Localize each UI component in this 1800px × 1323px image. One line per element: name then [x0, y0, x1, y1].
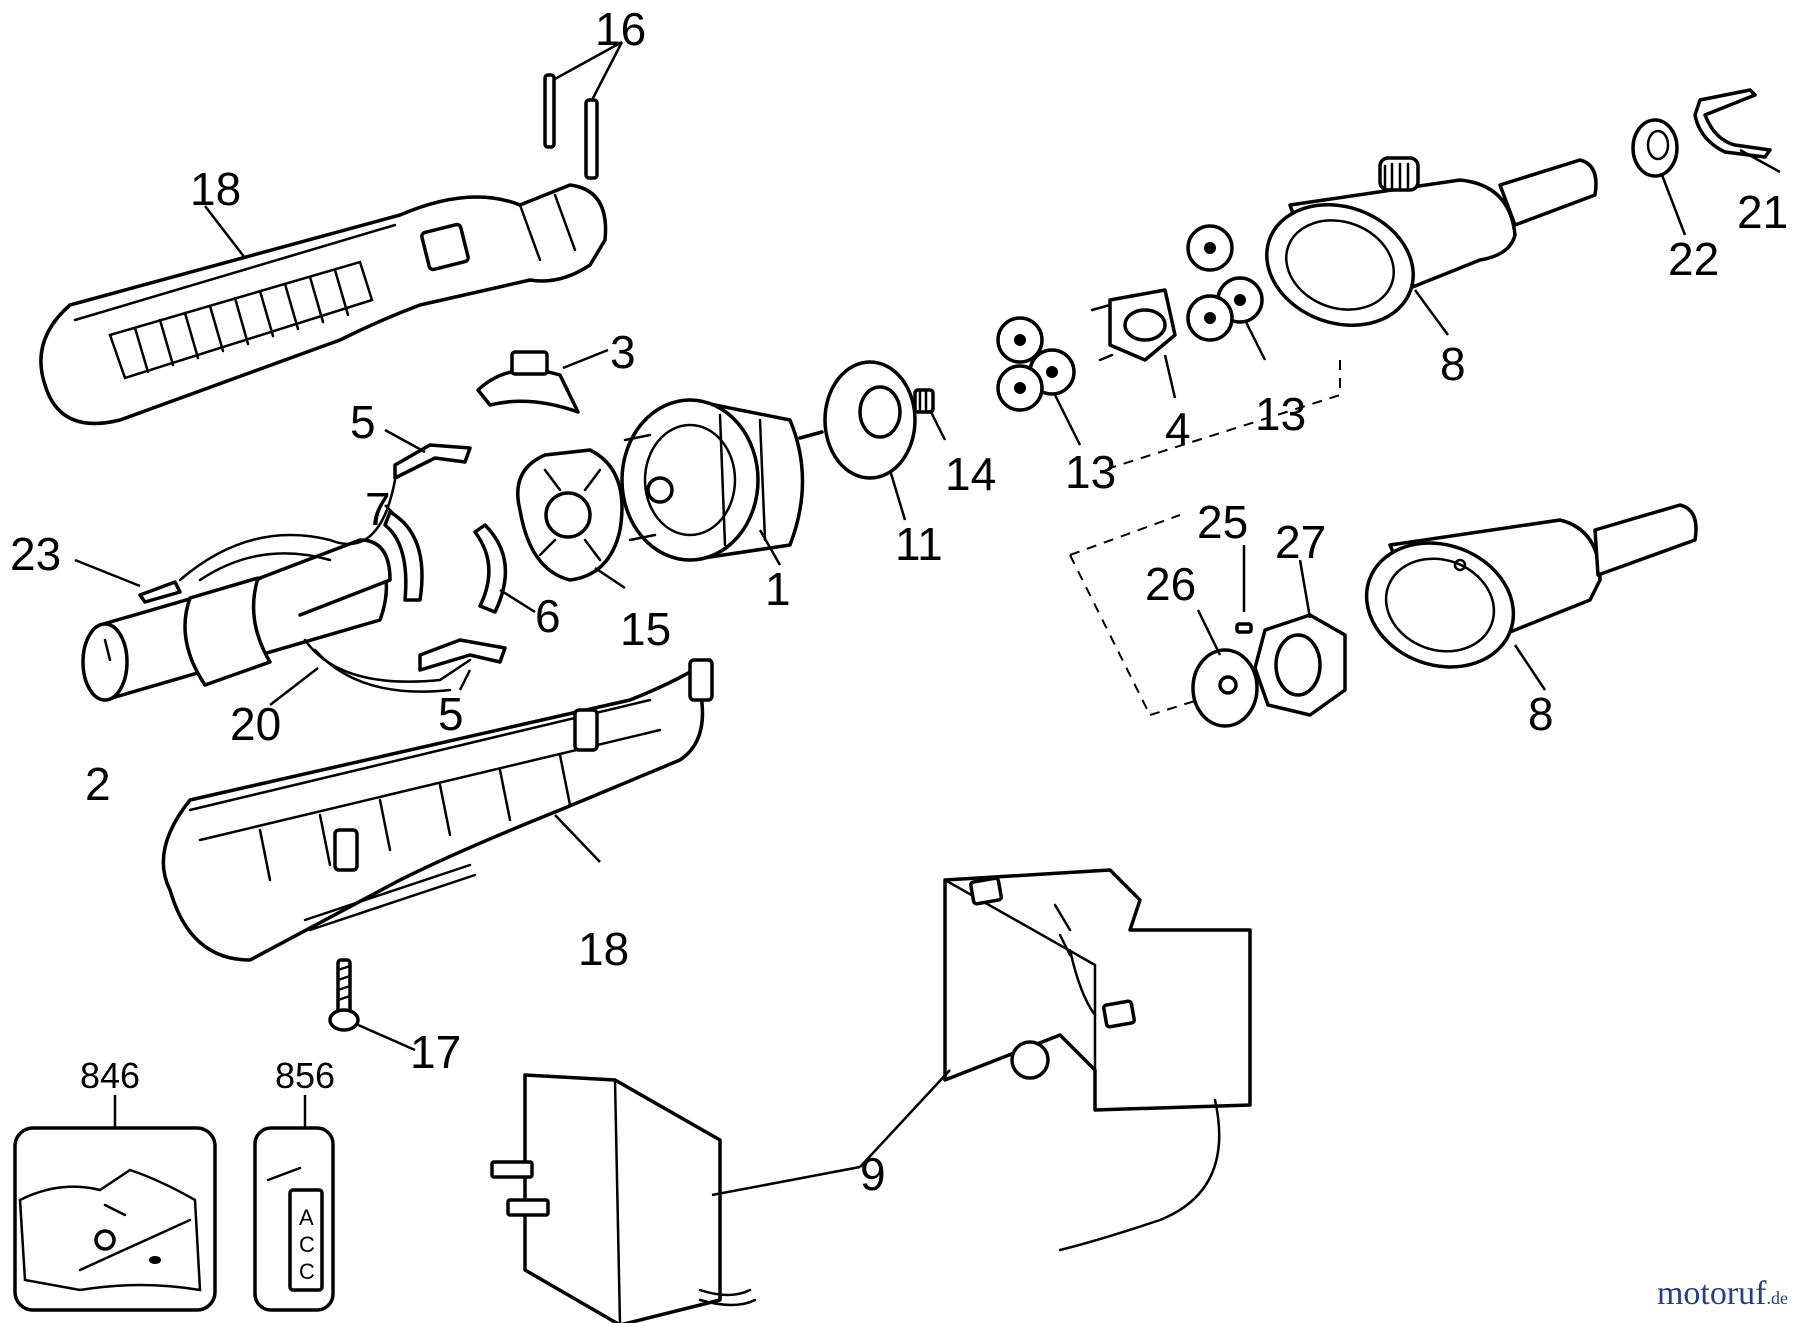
kit-846-hardware — [13, 1095, 217, 1312]
part-labels: 16 18 3 5 7 23 6 15 1 11 14 13 4 13 8 22… — [10, 3, 1788, 1284]
label-22: 22 — [1668, 233, 1719, 285]
watermark-text: motoruf — [1656, 1275, 1767, 1312]
kit-856-letter-1: A — [299, 1205, 314, 1230]
part-17-screw — [328, 958, 416, 1052]
label-20: 20 — [230, 698, 281, 750]
leader-9 — [711, 1069, 951, 1197]
part-14-pinion — [913, 388, 947, 441]
watermark-logo: motoruf.de — [1657, 1275, 1788, 1313]
label-27: 27 — [1275, 516, 1326, 568]
label-17: 17 — [410, 1026, 461, 1078]
label-4: 4 — [1165, 403, 1191, 455]
part-3-switch-cap — [476, 348, 609, 414]
kit-856-letter-2: C — [299, 1232, 315, 1257]
label-14: 14 — [945, 448, 996, 500]
part-26-hub — [1191, 609, 1259, 728]
label-8-upper: 8 — [1440, 338, 1466, 390]
label-1: 1 — [765, 563, 791, 615]
part-22-ring — [1631, 118, 1687, 236]
part-18-lower-housing — [161, 658, 714, 962]
part-8-nose-lower — [1364, 503, 1698, 691]
label-846: 846 — [80, 1055, 140, 1096]
label-18-upper: 18 — [190, 163, 241, 215]
part-11-washer — [823, 360, 917, 521]
part-5-contact-upper — [384, 428, 472, 480]
part-5-contact-lower — [418, 638, 507, 691]
kit-856-label — [253, 1095, 335, 1312]
part-9-wall-adapter — [490, 1073, 757, 1323]
label-15: 15 — [620, 603, 671, 655]
label-23: 23 — [10, 528, 61, 580]
label-8-lower: 8 — [1528, 688, 1554, 740]
watermark-domain: .de — [1766, 1288, 1789, 1308]
label-5-upper: 5 — [350, 396, 376, 448]
part-27-collar — [1253, 559, 1347, 717]
part-4-carrier — [1090, 288, 1177, 399]
part-13-gears-left — [996, 316, 1082, 446]
housing-vents — [108, 260, 374, 380]
leader-18a — [204, 205, 246, 259]
label-13-right: 13 — [1255, 388, 1306, 440]
part-8-nose-upper — [1265, 156, 1598, 336]
label-16: 16 — [595, 3, 646, 55]
label-25: 25 — [1197, 496, 1248, 548]
label-9: 9 — [860, 1148, 886, 1200]
label-2: 2 — [85, 758, 111, 810]
label-5-lower: 5 — [438, 688, 464, 740]
part-1-motor — [620, 398, 824, 566]
kit-856-letter-3: C — [299, 1259, 315, 1284]
part-25-key — [1235, 545, 1253, 634]
part-2-battery-pack — [81, 538, 392, 702]
part-21-spring — [1693, 88, 1781, 174]
label-856: 856 — [275, 1055, 335, 1096]
part-20-wire-lead — [269, 667, 319, 706]
label-7: 7 — [365, 483, 391, 535]
wires — [178, 478, 472, 693]
part-9-charger-base — [943, 868, 1252, 1252]
part-16-pins — [543, 40, 624, 180]
label-26: 26 — [1145, 558, 1196, 610]
label-13-left: 13 — [1065, 446, 1116, 498]
label-3: 3 — [610, 326, 636, 378]
label-21: 21 — [1737, 186, 1788, 238]
label-18-lower: 18 — [578, 923, 629, 975]
part-15-brush-holder — [516, 448, 626, 590]
part-18-upper-housing — [39, 183, 608, 426]
part-13-gears-right — [1186, 224, 1267, 361]
dashed-bracket-bottom — [1069, 514, 1231, 716]
part-23-wire — [74, 558, 182, 604]
label-11: 11 — [895, 518, 943, 570]
part-6-clip — [473, 523, 536, 614]
label-6: 6 — [535, 590, 561, 642]
